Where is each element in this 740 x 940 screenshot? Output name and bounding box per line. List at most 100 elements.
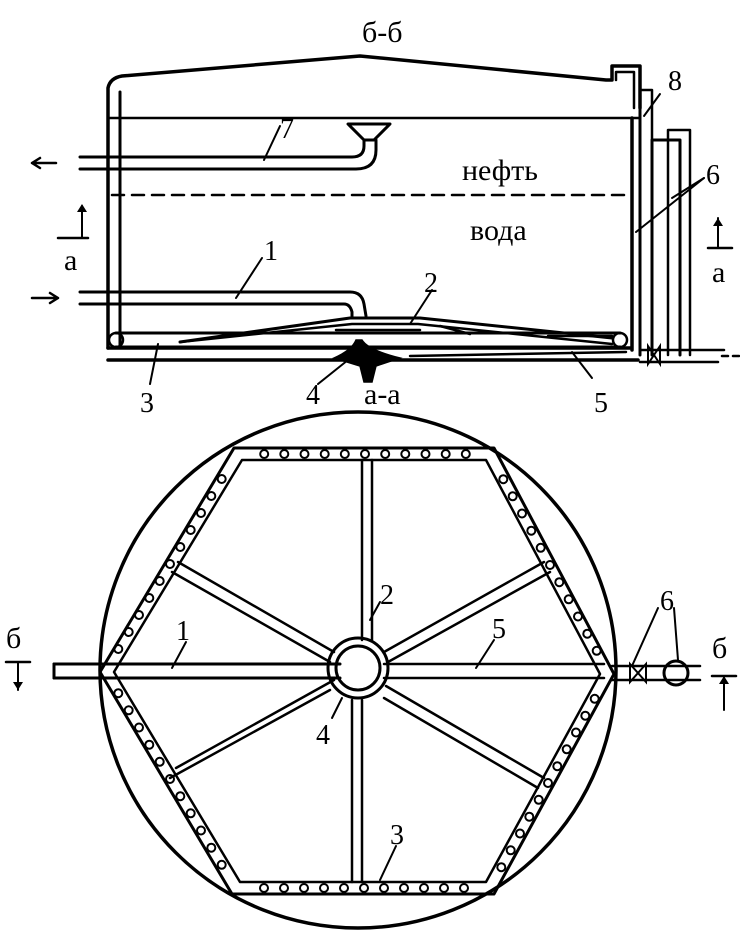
perforation-hole (144, 739, 155, 750)
perforation-hole (279, 449, 290, 459)
perforation-hole (420, 449, 431, 459)
oil-outlet-pipe-7 (30, 122, 392, 171)
perforation-hole (185, 525, 196, 535)
hex-collector-ring-3 (98, 446, 616, 896)
water-outlet-pipe-5 (408, 350, 628, 358)
perforation-hole (440, 449, 451, 459)
plan-callout-3: 3 (390, 820, 404, 851)
perforation-hole (196, 825, 206, 836)
radial-spokes-2 (168, 458, 552, 884)
side-callout-2: 2 (424, 268, 438, 299)
perforation-hole (582, 628, 593, 639)
side-callout-3: 3 (140, 388, 154, 419)
perforation-hole (517, 508, 527, 519)
perforation-hole (299, 449, 310, 459)
perforation-hole (154, 756, 165, 767)
perforation-hole (299, 883, 309, 893)
perforation-hole (379, 883, 389, 893)
water-outlet-pipe-5-plan (382, 662, 606, 680)
perforation-hole (144, 593, 155, 603)
perforation-hole (185, 808, 196, 819)
perforation-hole (165, 559, 175, 569)
perforation-hole (123, 627, 134, 637)
perforation-hole (154, 576, 165, 586)
perforation-hole (216, 859, 227, 870)
perforation-hole (206, 842, 217, 853)
side-callout-5: 5 (594, 388, 608, 419)
side-callout-4: 4 (306, 380, 320, 411)
perforation-hole (543, 778, 553, 788)
perforation-hole (319, 883, 329, 893)
perforation-hole (134, 610, 144, 620)
cut-mark-a-left-label: а (64, 244, 77, 277)
side-callout-7: 7 (280, 114, 294, 145)
perforation-hole (400, 449, 411, 459)
perforation-hole (165, 774, 175, 784)
perforation-hole (360, 449, 370, 459)
tank-shell (106, 54, 642, 362)
side-leader-lines (149, 93, 705, 385)
perforation-hole (460, 449, 471, 459)
perforation-hole (505, 845, 516, 856)
tank-circle (98, 410, 618, 930)
plan-callout-6: 6 (660, 586, 674, 617)
ring-perforations (113, 449, 602, 893)
drain-4-side (331, 339, 403, 383)
perforation-hole (259, 883, 269, 893)
perforation-hole (573, 611, 583, 622)
cut-mark-bb-right (710, 674, 738, 711)
perforation-hole (563, 594, 574, 605)
perforation-hole (339, 883, 349, 893)
plan-callout-4: 4 (316, 720, 330, 751)
plan-callout-5: 5 (492, 614, 506, 645)
perforation-hole (515, 828, 525, 839)
plan-callout-2: 2 (380, 580, 394, 611)
inlet-pipe-1-plan (52, 662, 342, 680)
phase-oil-label: нефть (462, 154, 538, 187)
water-leg-6-plan (610, 659, 702, 687)
plan-leader-lines (171, 601, 679, 881)
perforation-hole (113, 644, 124, 654)
perforation-hole (439, 883, 449, 893)
distributor-2-side (178, 316, 614, 346)
perforation-hole (359, 883, 369, 893)
cut-mark-a-right-label: а (712, 256, 725, 289)
perforation-hole (507, 491, 518, 502)
perforation-hole (459, 883, 469, 893)
perforation-hole (580, 710, 591, 721)
side-callout-6: 6 (706, 160, 720, 191)
perforation-hole (123, 705, 134, 716)
side-section-view: б-б нефть вода (30, 16, 740, 419)
perforation-hole (533, 794, 544, 805)
side-callout-1: 1 (264, 236, 278, 267)
section-bb-title: б-б (362, 16, 403, 49)
section-aa-title: а-а (364, 378, 401, 411)
cut-mark-aa-right (706, 217, 734, 250)
perforation-hole (399, 883, 409, 893)
cut-mark-b-left-label: б (6, 622, 21, 655)
perforation-hole (175, 542, 186, 552)
perforation-hole (535, 542, 546, 553)
perforation-hole (113, 688, 124, 699)
perforation-hole (380, 449, 391, 459)
perforation-hole (339, 449, 350, 459)
perforation-hole (216, 474, 227, 484)
perforation-hole (279, 883, 289, 893)
perforation-hole (561, 744, 572, 755)
perforation-hole (498, 474, 509, 485)
water-leg-6 (638, 128, 740, 368)
perforation-hole (571, 727, 581, 738)
perforation-hole (589, 693, 600, 704)
perforation-hole (319, 449, 330, 459)
perforation-hole (496, 862, 507, 873)
perforation-hole (545, 560, 555, 570)
side-callout-8: 8 (668, 66, 682, 97)
perforation-hole (134, 722, 144, 733)
cut-mark-b-right-label: б (712, 632, 727, 665)
cut-mark-aa-left (56, 204, 90, 240)
perforation-hole (552, 761, 563, 772)
cut-mark-bb-left (4, 660, 32, 691)
plan-section-view: а-а (4, 378, 738, 930)
perforation-hole (591, 645, 602, 656)
